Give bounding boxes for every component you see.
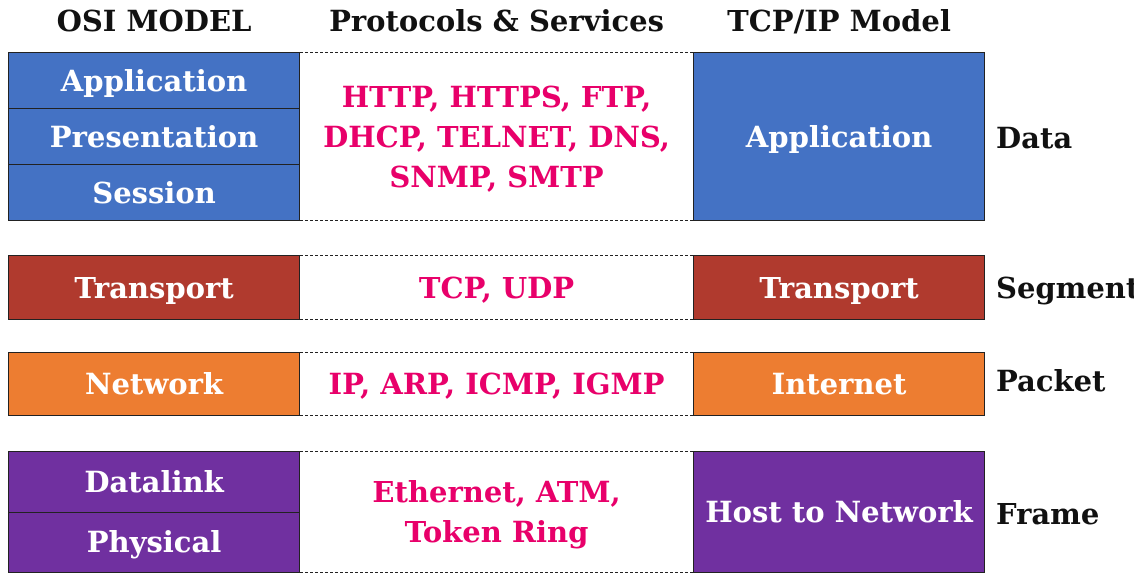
protocol-line: IP, ARP, ICMP, IGMP xyxy=(328,367,665,401)
tcpip-layer-host-to-network: Host to Network xyxy=(693,451,985,573)
tcpip-layer-transport: Transport xyxy=(693,255,985,320)
osi-application-group: Application Presentation Session xyxy=(8,52,300,221)
protocol-line: Token Ring xyxy=(404,515,589,549)
osi-layer-datalink: Datalink xyxy=(9,452,299,512)
osi-layer-presentation: Presentation xyxy=(9,108,299,164)
osi-layer-session: Session xyxy=(9,164,299,220)
protocols-services-header: Protocols & Services xyxy=(329,4,664,38)
data-unit-packet: Packet xyxy=(996,364,1106,398)
data-unit-segment: Segment xyxy=(996,271,1134,305)
osi-link-group: Datalink Physical xyxy=(8,451,300,573)
protocol-line: DHCP, TELNET, DNS, xyxy=(323,119,670,154)
osi-model-header: OSI MODEL xyxy=(56,4,252,38)
protocol-line: HTTP, HTTPS, FTP, xyxy=(341,79,652,114)
transport-protocols: TCP, UDP xyxy=(300,255,693,320)
osi-layer-network: Network xyxy=(9,353,299,415)
protocol-line: TCP, UDP xyxy=(418,270,575,305)
protocol-line: Ethernet, ATM, xyxy=(372,475,621,509)
data-unit-data: Data xyxy=(996,121,1073,155)
osi-layer-transport: Transport xyxy=(9,256,299,319)
osi-transport-group: Transport xyxy=(8,255,300,320)
protocol-line: SNMP, SMTP xyxy=(389,159,604,194)
data-unit-frame: Frame xyxy=(996,497,1100,531)
osi-layer-physical: Physical xyxy=(9,511,299,572)
osi-network-group: Network xyxy=(8,352,300,416)
application-protocols: HTTP, HTTPS, FTP, DHCP, TELNET, DNS, SNM… xyxy=(300,52,693,221)
network-protocols: IP, ARP, ICMP, IGMP xyxy=(300,352,693,416)
link-protocols: Ethernet, ATM, Token Ring xyxy=(300,451,693,573)
osi-layer-application: Application xyxy=(9,53,299,108)
tcpip-layer-internet: Internet xyxy=(693,352,985,416)
tcpip-model-header: TCP/IP Model xyxy=(727,4,951,38)
tcpip-layer-application: Application xyxy=(693,52,985,221)
